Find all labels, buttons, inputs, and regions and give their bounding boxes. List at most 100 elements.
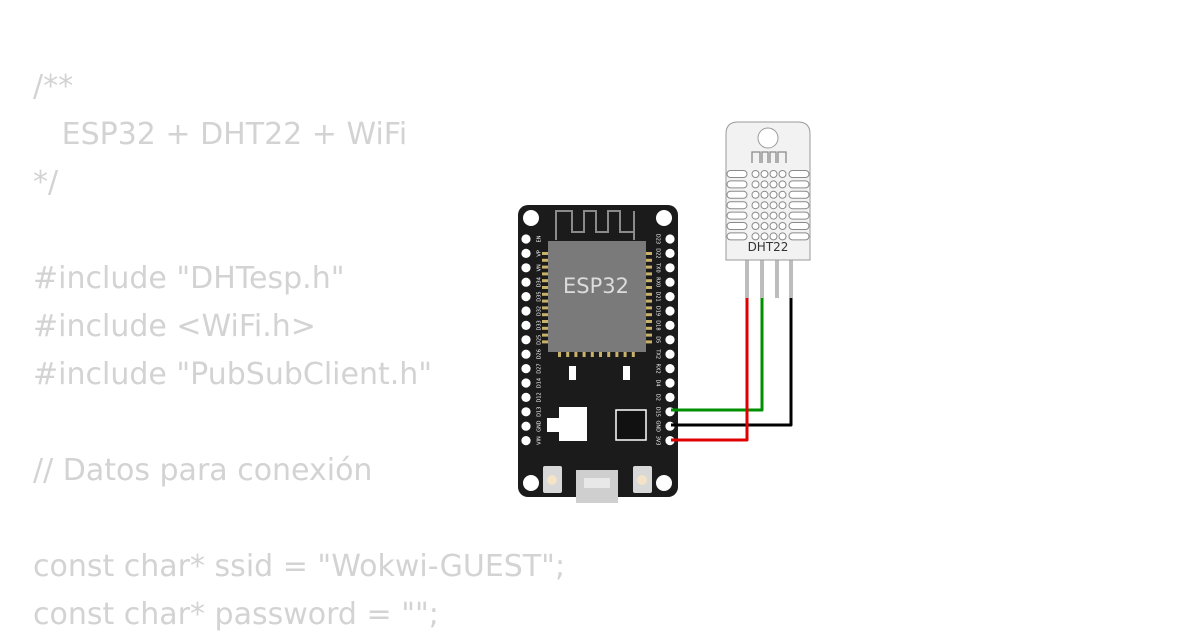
grille-hole — [769, 201, 778, 210]
pin-d33[interactable] — [521, 320, 531, 330]
sensor-pin — [745, 258, 749, 298]
pin-tx0[interactable] — [665, 263, 675, 273]
chip-pad — [645, 265, 652, 269]
pin-d13[interactable] — [521, 407, 531, 417]
pin-label: D2 — [655, 394, 661, 401]
pin-label: D25 — [537, 335, 543, 345]
grille-hole — [751, 190, 760, 199]
pin-label: D14 — [537, 378, 543, 388]
right-pin-header: D23D22TX0RX0D21D19D18D5TX2RX2D4D2D15GND3… — [655, 234, 675, 446]
pin-d23[interactable] — [665, 234, 675, 244]
pin-d27[interactable] — [521, 364, 531, 374]
pin-d2[interactable] — [665, 392, 675, 402]
chip-label: ESP32 — [563, 274, 629, 298]
mount-hole — [523, 475, 539, 491]
sensor-pin — [760, 258, 764, 298]
grille-hole — [778, 180, 787, 189]
chip-pad — [558, 351, 561, 357]
esp32-board[interactable]: ESP32 ENVPVND34D35D32D33D25D26D27D14D12D… — [518, 205, 678, 503]
chip-pad — [607, 351, 611, 357]
pin-d21[interactable] — [665, 292, 675, 302]
grille-hole — [760, 211, 769, 220]
mount-hole — [656, 210, 672, 226]
pin-vp[interactable] — [521, 248, 531, 258]
pin-d19[interactable] — [665, 306, 675, 316]
chip-pad — [645, 306, 652, 310]
chip-pad — [645, 292, 652, 296]
sensor-pin — [775, 258, 779, 298]
pin-3v3[interactable] — [665, 436, 675, 446]
pin-rx2[interactable] — [665, 364, 675, 374]
pin-d5[interactable] — [665, 335, 675, 345]
chip-pad — [645, 326, 652, 330]
grille-hole — [751, 211, 760, 220]
grille-hole — [760, 201, 769, 210]
chip-pad — [542, 279, 549, 283]
grille-hole — [751, 170, 760, 178]
grille-slot — [788, 211, 810, 220]
pin-d18[interactable] — [665, 320, 675, 330]
sensor-grille-top — [751, 151, 787, 163]
grille-hole — [778, 201, 787, 210]
chip-pad — [645, 252, 652, 255]
chip-pins-bottom — [558, 351, 635, 357]
pin-d14[interactable] — [521, 378, 531, 388]
pin-rx0[interactable] — [665, 277, 675, 287]
pin-d34[interactable] — [521, 277, 531, 287]
pin-d12[interactable] — [521, 392, 531, 402]
button-cap — [547, 475, 557, 485]
esp32-chip — [548, 241, 646, 352]
pin-d35[interactable] — [521, 292, 531, 302]
sensor-label: DHT22 — [748, 240, 789, 254]
wire-data[interactable] — [671, 292, 764, 412]
pin-d25[interactable] — [521, 335, 531, 345]
grille-hole — [760, 190, 769, 199]
grille-hole — [778, 170, 787, 178]
pin-d22[interactable] — [665, 248, 675, 258]
chip-pad — [645, 258, 652, 262]
left-pin-header: ENVPVND34D35D32D33D25D26D27D14D12D13GNDV… — [521, 234, 543, 446]
pin-en[interactable] — [521, 234, 531, 244]
pin-d32[interactable] — [521, 306, 531, 316]
dht22-sensor[interactable]: DHT22 — [725, 121, 811, 298]
pin-d26[interactable] — [521, 349, 531, 359]
pin-label: EN — [537, 235, 543, 242]
wire-vcc[interactable] — [671, 292, 749, 442]
pin-label: VN — [537, 264, 543, 271]
pin-label: D5 — [655, 336, 661, 343]
code-line: #include <WiFi.h> — [33, 309, 316, 344]
pin-tx2[interactable] — [665, 349, 675, 359]
pin-label: D18 — [655, 320, 661, 330]
wires — [671, 292, 793, 442]
pin-d4[interactable] — [665, 378, 675, 388]
pin-label: D22 — [655, 248, 661, 258]
pin-vn[interactable] — [521, 263, 531, 273]
chip-pad — [542, 333, 549, 337]
pin-gnd[interactable] — [521, 421, 531, 431]
grille-hole — [760, 170, 769, 178]
grille-hole — [751, 232, 760, 241]
pin-label: D19 — [655, 306, 661, 316]
pin-label: GND — [655, 420, 661, 432]
grille-slot — [788, 232, 810, 241]
pin-label: D34 — [537, 277, 543, 287]
grille-slot — [788, 190, 810, 199]
sensor-pin — [789, 258, 793, 298]
pin-vin[interactable] — [521, 436, 531, 446]
grille-slot — [726, 222, 748, 230]
grille-hole — [778, 232, 787, 241]
chip-pad — [645, 272, 652, 276]
grille-hole — [769, 170, 778, 178]
pin-label: D35 — [537, 291, 543, 301]
pin-label: RX2 — [655, 364, 661, 374]
pin-label: VIN — [537, 436, 543, 445]
grille-slot — [726, 201, 748, 210]
chip-pad — [542, 265, 549, 269]
wire-gnd[interactable] — [671, 292, 793, 427]
pin-label: D15 — [655, 407, 661, 417]
chip-pad — [590, 351, 594, 357]
grille-hole — [760, 222, 769, 230]
smd-component — [569, 366, 576, 380]
mount-hole — [656, 475, 672, 491]
